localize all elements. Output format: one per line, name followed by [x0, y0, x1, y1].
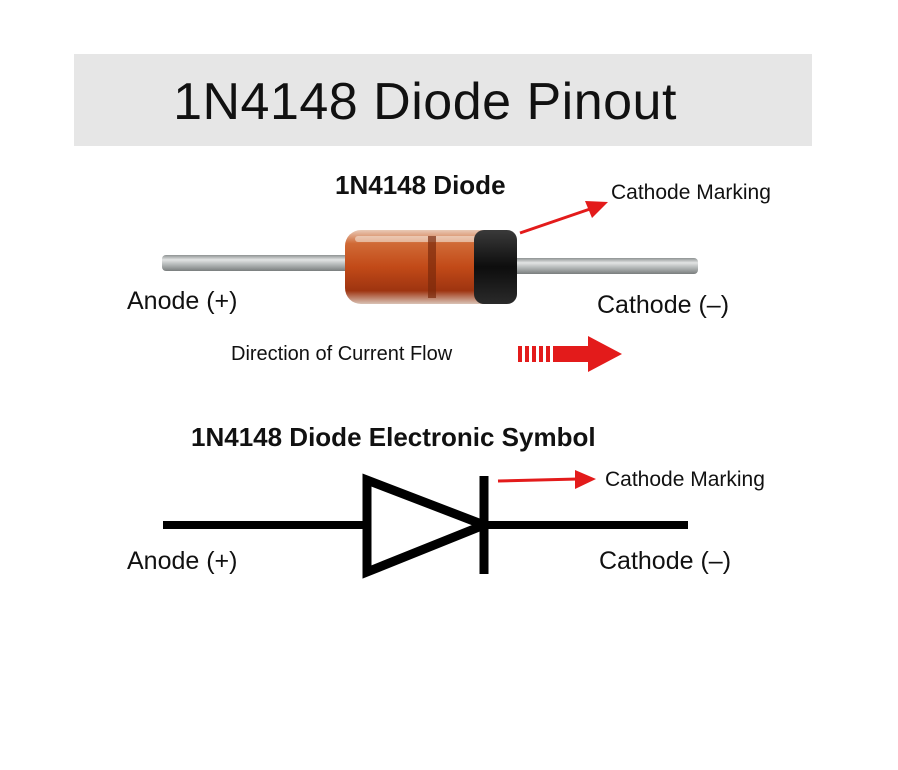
- current-flow-arrow: [518, 336, 622, 372]
- cathode-marking-label-symbol: Cathode Marking: [605, 468, 765, 491]
- cathode-band: [474, 230, 517, 304]
- cathode-lead-wire: [505, 258, 698, 274]
- symbol-heading: 1N4148 Diode Electronic Symbol: [191, 422, 596, 452]
- cathode-label-symbol: Cathode (–): [599, 547, 732, 575]
- cathode-marking-arrow-photo: [519, 201, 608, 235]
- diode-body: [345, 230, 517, 304]
- anode-lead-wire: [162, 255, 352, 271]
- page-title: 1N4148 Diode Pinout: [173, 73, 677, 131]
- anode-label-photo: Anode (+): [127, 287, 238, 315]
- cathode-label-photo: Cathode (–): [597, 291, 730, 319]
- photo-heading: 1N4148 Diode: [335, 170, 506, 200]
- diode-symbol: [163, 473, 688, 579]
- anode-label-symbol: Anode (+): [127, 547, 238, 575]
- current-flow-label: Direction of Current Flow: [231, 343, 453, 365]
- cathode-marking-label-photo: Cathode Marking: [611, 181, 771, 204]
- title-bar: 1N4148 Diode Pinout: [74, 54, 812, 146]
- cathode-marking-arrow-symbol: [497, 470, 596, 489]
